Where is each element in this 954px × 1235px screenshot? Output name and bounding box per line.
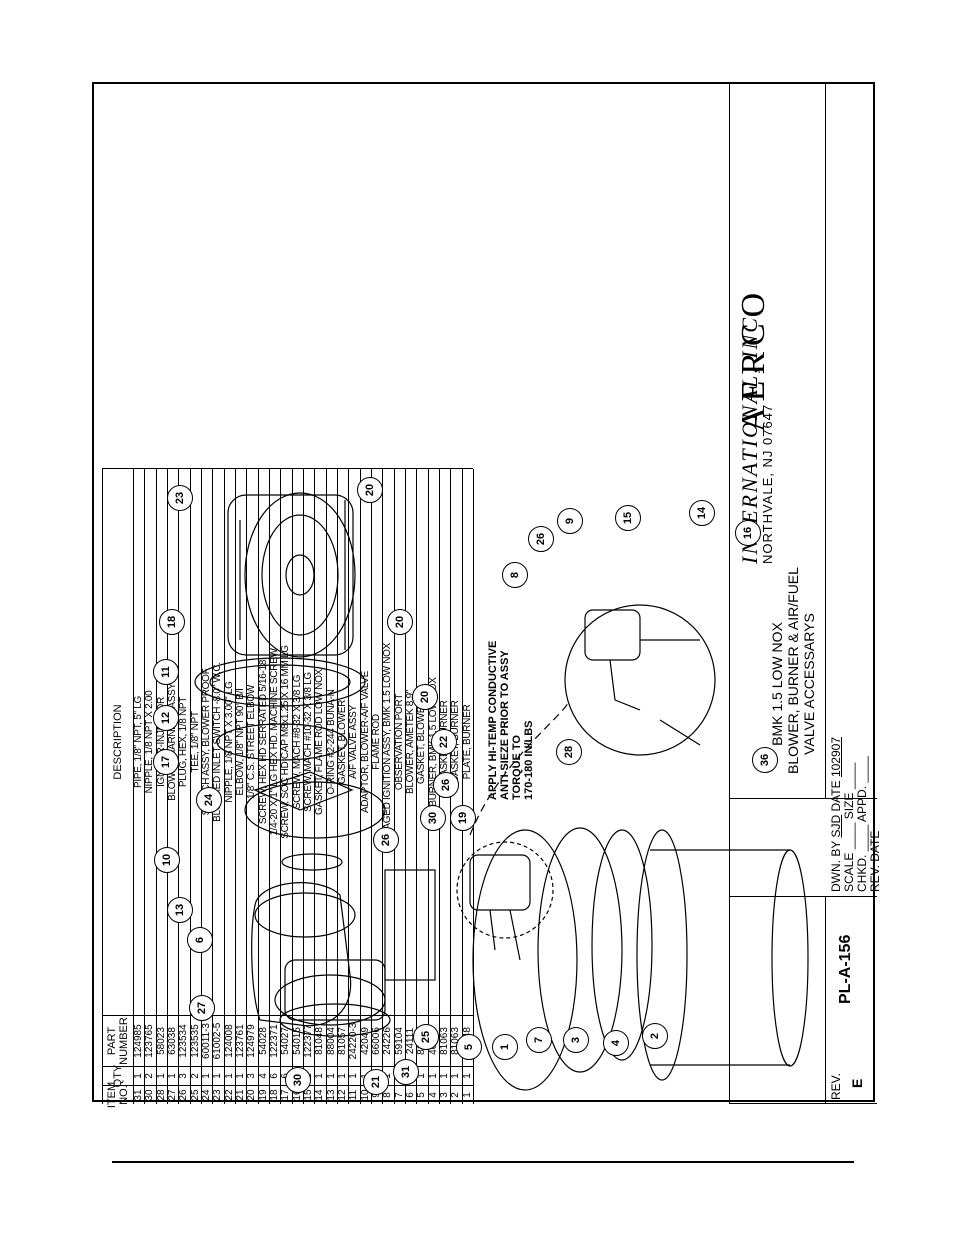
callout-30: 30 bbox=[420, 805, 446, 831]
callout-6: 6 bbox=[187, 927, 213, 953]
callout-2: 2 bbox=[642, 1023, 668, 1049]
callout-26: 26 bbox=[528, 526, 554, 552]
callout-15: 15 bbox=[615, 505, 641, 531]
callout-18: 18 bbox=[159, 609, 185, 635]
callout-16: 16 bbox=[735, 520, 761, 546]
blower-motor bbox=[279, 959, 391, 1037]
callout-13: 13 bbox=[167, 897, 193, 923]
af-valve-flange bbox=[194, 657, 366, 707]
callout-20: 20 bbox=[357, 477, 383, 503]
adaptor-blower-af-valve bbox=[244, 771, 386, 839]
callout-8: 8 bbox=[502, 562, 528, 588]
callout-30: 30 bbox=[285, 1067, 311, 1093]
burner-cylinder bbox=[650, 849, 809, 1067]
callout-5: 5 bbox=[456, 1034, 482, 1060]
callout-14: 14 bbox=[689, 500, 715, 526]
drawing-frame: ITEM NO. QTY PART NUMBER DESCRIPTION 114… bbox=[92, 82, 882, 1108]
callout-3: 3 bbox=[563, 1027, 589, 1053]
detail-source-circle bbox=[456, 841, 554, 939]
callout-21: 21 bbox=[363, 1069, 389, 1095]
callout-9: 9 bbox=[557, 508, 583, 534]
callout-4: 4 bbox=[603, 1030, 629, 1056]
o-ring bbox=[281, 853, 343, 871]
af-valve-body bbox=[227, 492, 356, 658]
callout-36: 36 bbox=[752, 747, 778, 773]
callout-1: 1 bbox=[492, 1034, 518, 1060]
gasket-blower bbox=[216, 723, 348, 761]
callout-11: 11 bbox=[153, 659, 179, 685]
callout-27: 27 bbox=[189, 995, 215, 1021]
callout-26: 26 bbox=[433, 772, 459, 798]
callout-7: 7 bbox=[526, 1027, 552, 1053]
detail-leader bbox=[469, 699, 571, 836]
callout-20: 20 bbox=[412, 684, 438, 710]
callout-25: 25 bbox=[413, 1024, 439, 1050]
callout-12: 12 bbox=[153, 705, 179, 731]
callout-10: 10 bbox=[154, 847, 180, 873]
blower-housing bbox=[251, 869, 436, 1027]
callout-20: 20 bbox=[387, 609, 413, 635]
callout-17: 17 bbox=[153, 749, 179, 775]
footer-rule bbox=[112, 1161, 854, 1163]
detail-view-circle bbox=[564, 604, 716, 756]
callout-19: 19 bbox=[450, 805, 476, 831]
note-line-1: APPLY HI-TEMP CONDUCTIVE bbox=[487, 640, 499, 800]
callout-26: 26 bbox=[373, 827, 399, 853]
staged-ignition-assy bbox=[469, 854, 531, 961]
callout-28: 28 bbox=[556, 739, 582, 765]
burner-plate-gasket-stack bbox=[472, 827, 688, 1091]
callout-23: 23 bbox=[167, 485, 193, 511]
callout-24: 24 bbox=[196, 787, 222, 813]
callout-31: 31 bbox=[393, 1059, 419, 1085]
callout-22: 22 bbox=[431, 729, 457, 755]
